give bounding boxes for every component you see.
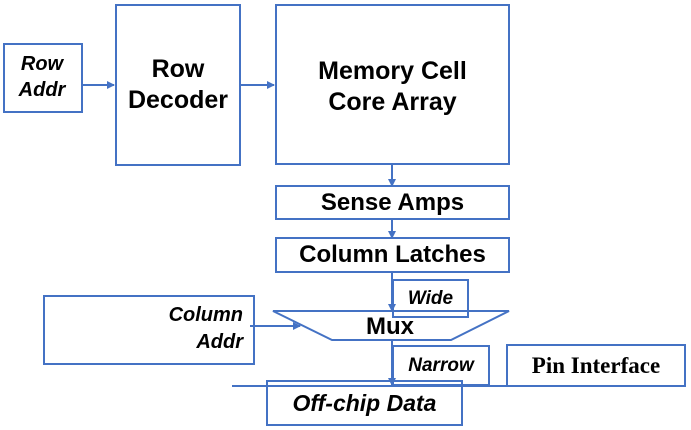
sense-amps-label: Sense Amps (320, 188, 465, 216)
row-addr-label: Row Addr (18, 53, 66, 101)
pin-interface-box (506, 344, 686, 387)
off-chip-data-box (266, 380, 463, 426)
column-addr-box (43, 295, 255, 365)
mux-label: Mux (366, 313, 414, 340)
wide-label: Wide (407, 288, 454, 309)
sense-amps-box (275, 185, 510, 220)
column-latches-box (275, 237, 510, 273)
row-decoder-label: Row Decoder (127, 55, 229, 114)
mux-shape (272, 310, 510, 341)
memory-core-label: Memory Cell Core Array (318, 57, 467, 116)
column-latches-label: Column Latches (299, 241, 486, 268)
narrow-box (392, 345, 490, 386)
memory-core-box (275, 4, 510, 165)
row-decoder-box (115, 4, 241, 166)
column-addr-label: Column Addr (168, 304, 243, 353)
pin-interface-label: Pin Interface (531, 352, 661, 378)
off-chip-data-label: Off-chip Data (292, 389, 437, 416)
narrow-label: Narrow (408, 355, 474, 376)
wide-box (392, 279, 469, 318)
row-addr-box (3, 43, 83, 113)
